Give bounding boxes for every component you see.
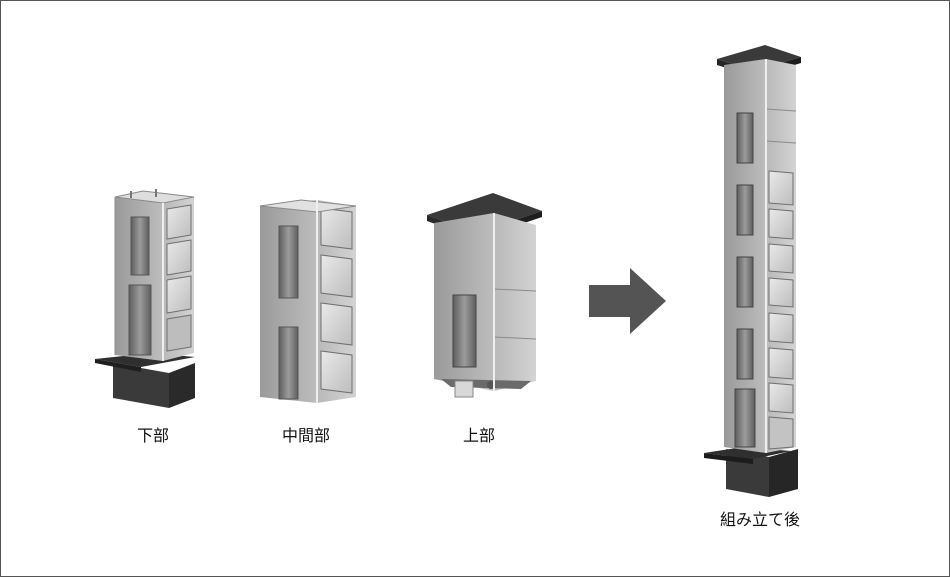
upper-module [427, 193, 542, 398]
right-arrow-icon [589, 268, 666, 334]
lower-module [95, 189, 195, 408]
label-middle: 中間部 [281, 426, 331, 445]
assembled-tower [704, 45, 801, 497]
middle-module [259, 199, 357, 403]
label-assembled: 組み立て後 [719, 510, 801, 529]
label-lower: 下部 [136, 426, 170, 445]
label-upper: 上部 [462, 426, 496, 445]
